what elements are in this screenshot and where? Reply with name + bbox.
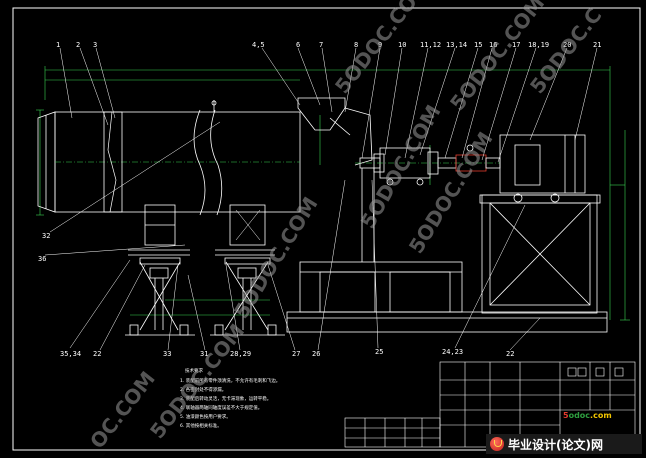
label-35-34: 35,34: [60, 350, 81, 358]
label-27: 27: [292, 350, 300, 358]
technical-notes: 技术要求 1. 装配前所有零件须清洗，不允许有毛刺和飞边。 2. 各密封处不得渗…: [180, 367, 280, 429]
label-18-19: 18,19: [528, 41, 549, 49]
notes-title: 技术要求: [185, 367, 203, 374]
note-6: 6. 其他按相关标准。: [180, 422, 222, 429]
label-8: 8: [354, 41, 358, 49]
label-33: 33: [163, 350, 171, 358]
label-1: 1: [56, 41, 60, 49]
note-5: 5. 油漆颜色按用户要求。: [180, 413, 231, 420]
label-11-12: 11,12: [420, 41, 441, 49]
watermark-6: OC.COM: [85, 367, 160, 453]
brand-banner[interactable]: 毕业设计(论文)网: [486, 434, 642, 454]
label-25: 25: [375, 348, 383, 356]
watermark-1: 5ODOC.COM: [330, 0, 434, 98]
label-31: 31: [200, 350, 208, 358]
label-6: 6: [296, 41, 300, 49]
drum-assembly: [37, 100, 301, 216]
label-9: 9: [378, 41, 382, 49]
label-16: 16: [489, 41, 497, 49]
part-labels: 1 2 3 4,5 6 7 8 9 10 11,12 13,14 15 16 1…: [38, 41, 601, 358]
hopper: [297, 97, 381, 169]
site-link-part-1: 5: [563, 411, 569, 420]
watermarks: 5ODOC.COM 5ODOC.COM 5ODOC.COM 5ODOC.COM …: [85, 0, 606, 453]
label-17: 17: [512, 41, 520, 49]
note-2: 2. 各密封处不得渗漏。: [180, 386, 226, 393]
site-link-part-3: .com: [590, 411, 612, 420]
label-28-29: 28,29: [230, 350, 251, 358]
shaft-coupling: [355, 144, 501, 262]
drawing-border: [12, 7, 641, 451]
label-3: 3: [93, 41, 97, 49]
label-26: 26: [312, 350, 320, 358]
brand-name: 毕业设计(论文)网: [508, 437, 603, 452]
site-link-part-2: odoc: [569, 411, 591, 420]
site-link[interactable]: 5odoc.com: [563, 411, 612, 420]
label-22: 22: [93, 350, 101, 358]
motor-base: [479, 194, 601, 314]
label-15: 15: [474, 41, 482, 49]
label-32: 32: [42, 232, 50, 240]
trophy-icon: [490, 437, 504, 451]
label-7: 7: [319, 41, 323, 49]
left-support-frames: [125, 204, 285, 336]
label-22b: 22: [506, 350, 514, 358]
note-1: 1. 装配前所有零件须清洗，不允许有毛刺和飞边。: [180, 377, 280, 384]
label-4-5: 4,5: [252, 41, 265, 49]
main-base: [286, 261, 608, 333]
leader-lines: [44, 47, 598, 351]
watermark-2: 5ODOC.COM: [445, 0, 549, 115]
label-10: 10: [398, 41, 406, 49]
note-4: 4. 联轴器两轴同轴度误差不大于规定值。: [180, 404, 262, 411]
motor: [499, 134, 586, 203]
label-21: 21: [593, 41, 601, 49]
label-24-23: 24,23: [442, 348, 463, 356]
label-36: 36: [38, 255, 46, 263]
label-20: 20: [563, 41, 571, 49]
note-3: 3. 装配后转动灵活，无卡滞现象，运转平稳。: [180, 395, 271, 402]
label-2: 2: [76, 41, 80, 49]
label-13-14: 13,14: [446, 41, 467, 49]
